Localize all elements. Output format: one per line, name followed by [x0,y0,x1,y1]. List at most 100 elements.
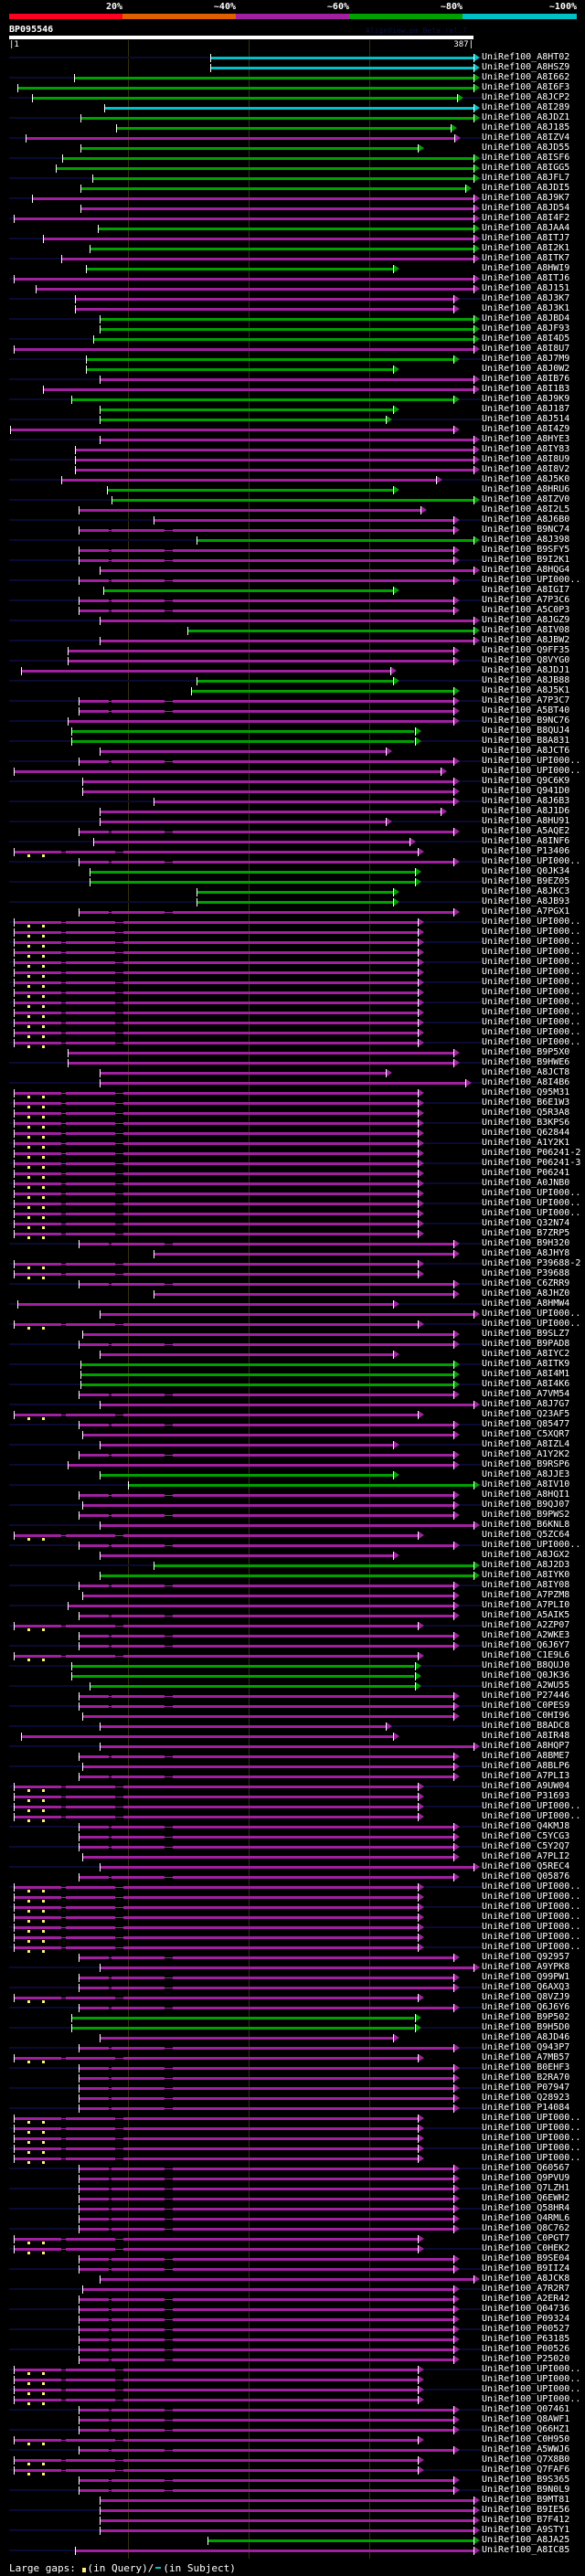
hit-label[interactable]: UniRef100_A8ITK7 [482,253,570,263]
hit-label[interactable]: UniRef100_A8HSZ9 [482,62,570,72]
hit-label[interactable]: UniRef100_A8J7M9 [482,354,570,364]
hit-label[interactable]: UniRef100_Q92957 [482,1952,570,1962]
hit-label[interactable]: UniRef100_A5AIK5 [482,1610,570,1620]
hit-label[interactable]: UniRef100_P00527 [482,2324,570,2334]
hit-label[interactable]: UniRef100_A8J1D6 [482,806,570,816]
hit-label[interactable]: UniRef100_P63185 [482,2334,570,2344]
hit-label[interactable]: UniRef100_A8I8U7 [482,344,570,354]
hit-label[interactable]: UniRef100_A8JJE3 [482,1469,570,1479]
hit-label[interactable]: UniRef100_A8J0W2 [482,364,570,374]
hit-label[interactable]: UniRef100_A7PGX1 [482,906,570,917]
hit-label[interactable]: UniRef100_B9N0L9 [482,2485,570,2495]
hit-label[interactable]: UniRef100_A8BLP6 [482,1761,570,1771]
hit-label[interactable]: UniRef100_A8J7G7 [482,1399,570,1409]
hit-label[interactable]: UniRef100_A2WKE3 [482,1630,570,1640]
hit-label[interactable]: UniRef100_A8JCT6 [482,746,570,756]
hit-label[interactable]: UniRef100_A8JDI5 [482,183,570,193]
hit-label[interactable]: UniRef100_B9P502 [482,2012,570,2022]
hit-label[interactable]: UniRef100_A9STY1 [482,2525,570,2535]
hit-label[interactable]: UniRef100_UPI000.. [482,1027,581,1037]
hit-label[interactable]: UniRef100_A8JFL7 [482,173,570,183]
hit-label[interactable]: UniRef100_A8BME7 [482,1751,570,1761]
hit-label[interactable]: UniRef100_C0H950 [482,2434,570,2444]
hit-label[interactable]: UniRef100_C0HEK2 [482,2243,570,2253]
hit-label[interactable]: UniRef100_B9SFY5 [482,545,570,555]
hit-label[interactable]: UniRef100_P09324 [482,2314,570,2324]
hit-label[interactable]: UniRef100_A8J9K7 [482,193,570,203]
hit-label[interactable]: UniRef100_A8I4Z9 [482,424,570,434]
hit-label[interactable]: UniRef100_UPI000.. [482,1882,581,1892]
hit-label[interactable]: UniRef100_A8J6B3 [482,796,570,806]
hit-label[interactable]: UniRef100_Q99PW1 [482,1972,570,1982]
hit-label[interactable]: UniRef100_UPI000.. [482,1540,581,1550]
hit-label[interactable]: UniRef100_UPI000.. [482,2143,581,2153]
hit-label[interactable]: UniRef100_B8ADC8 [482,1721,570,1731]
hit-label[interactable]: UniRef100_P14084 [482,2103,570,2113]
hit-label[interactable]: UniRef100_A8I2L5 [482,504,570,514]
hit-label[interactable]: UniRef100_UPI000.. [482,927,581,937]
hit-label[interactable]: UniRef100_A8JGX2 [482,1550,570,1560]
hit-label[interactable]: UniRef100_A8J187 [482,404,570,414]
hit-label[interactable]: UniRef100_A8JGZ9 [482,615,570,625]
hit-label[interactable]: UniRef100_C0HI96 [482,1711,570,1721]
hit-label[interactable]: UniRef100_UPI000.. [482,1319,581,1329]
hit-label[interactable]: UniRef100_A8J185 [482,122,570,133]
hit-label[interactable]: UniRef100_UPI000.. [482,1017,581,1027]
hit-label[interactable]: UniRef100_A8IGG5 [482,163,570,173]
hit-label[interactable]: UniRef100_C0PES9 [482,1701,570,1711]
hit-label[interactable]: UniRef100_P06241 [482,1168,570,1178]
hit-label[interactable]: UniRef100_A7PLI3 [482,1771,570,1781]
hit-label[interactable]: UniRef100_A8I8V2 [482,464,570,474]
hit-label[interactable]: UniRef100_Q8C762 [482,2223,570,2233]
hit-label[interactable]: UniRef100_UPI000.. [482,856,581,866]
hit-label[interactable]: UniRef100_A8IYK0 [482,1570,570,1580]
hit-label[interactable]: UniRef100_A8I4F2 [482,213,570,223]
hit-label[interactable]: UniRef100_A7P3C7 [482,695,570,705]
hit-label[interactable]: UniRef100_B9SLZ7 [482,1329,570,1339]
hit-label[interactable]: UniRef100_A8HRU6 [482,484,570,494]
hit-label[interactable]: UniRef100_A8I8U9 [482,454,570,464]
hit-label[interactable]: UniRef100_B7F412 [482,2515,570,2525]
hit-label[interactable]: UniRef100_A8HQI1 [482,1489,570,1500]
hit-label[interactable]: UniRef100_Q9PVU9 [482,2173,570,2183]
hit-label[interactable]: UniRef100_A7P3C6 [482,595,570,605]
hit-label[interactable]: UniRef100_A8I4B6 [482,1077,570,1087]
hit-label[interactable]: UniRef100_A8ITJ7 [482,233,570,243]
hit-label[interactable]: UniRef100_B8QUJ0 [482,1660,570,1670]
hit-label[interactable]: UniRef100_B9MT81 [482,2495,570,2505]
hit-label[interactable]: UniRef100_Q07461 [482,2404,570,2414]
hit-label[interactable]: UniRef100_A8JKC3 [482,886,570,896]
hit-label[interactable]: UniRef100_B9QJ07 [482,1500,570,1510]
hit-label[interactable]: UniRef100_A8IC85 [482,2545,570,2555]
hit-label[interactable]: UniRef100_A8J9K9 [482,394,570,404]
hit-label[interactable]: UniRef100_A8I289 [482,102,570,112]
hit-label[interactable]: UniRef100_A8IR48 [482,1731,570,1741]
hit-label[interactable]: UniRef100_A7MB57 [482,2052,570,2062]
hit-label[interactable]: UniRef100_B9EZ05 [482,876,570,886]
hit-label[interactable]: UniRef100_A8HT02 [482,52,570,62]
hit-label[interactable]: UniRef100_UPI000.. [482,917,581,927]
hit-label[interactable]: UniRef100_A8J398 [482,535,570,545]
hit-label[interactable]: UniRef100_UPI000.. [482,756,581,766]
hit-label[interactable]: UniRef100_A8IY83 [482,444,570,454]
hit-label[interactable]: UniRef100_B9P5X0 [482,1047,570,1057]
hit-label[interactable]: UniRef100_P39688 [482,1268,570,1278]
hit-label[interactable]: UniRef100_Q6EWH2 [482,2193,570,2203]
hit-label[interactable]: UniRef100_UPI000.. [482,1188,581,1198]
hit-label[interactable]: UniRef100_A8HYE3 [482,434,570,444]
hit-label[interactable]: UniRef100_Q8VYG0 [482,655,570,665]
hit-label[interactable]: UniRef100_UPI000.. [482,2153,581,2163]
hit-label[interactable]: UniRef100_UPI000.. [482,1942,581,1952]
hit-label[interactable]: UniRef100_B9IIZ4 [482,2263,570,2274]
hit-label[interactable]: UniRef100_B0EHF3 [482,2062,570,2072]
hit-label[interactable]: UniRef100_A1Y2K1 [482,1138,570,1148]
hit-label[interactable]: UniRef100_B9H5D0 [482,2022,570,2032]
hit-label[interactable]: UniRef100_A8J3K1 [482,303,570,313]
hit-label[interactable]: UniRef100_Q7FAF6 [482,2465,570,2475]
hit-label[interactable]: UniRef100_B8A831 [482,736,570,746]
hit-label[interactable]: UniRef100_A8JDJ1 [482,665,570,675]
hit-label[interactable]: UniRef100_UPI000.. [482,1922,581,1932]
hit-label[interactable]: UniRef100_P31693 [482,1791,570,1801]
hit-label[interactable]: UniRef100_Q85477 [482,1419,570,1429]
hit-label[interactable]: UniRef100_B9PWS2 [482,1510,570,1520]
